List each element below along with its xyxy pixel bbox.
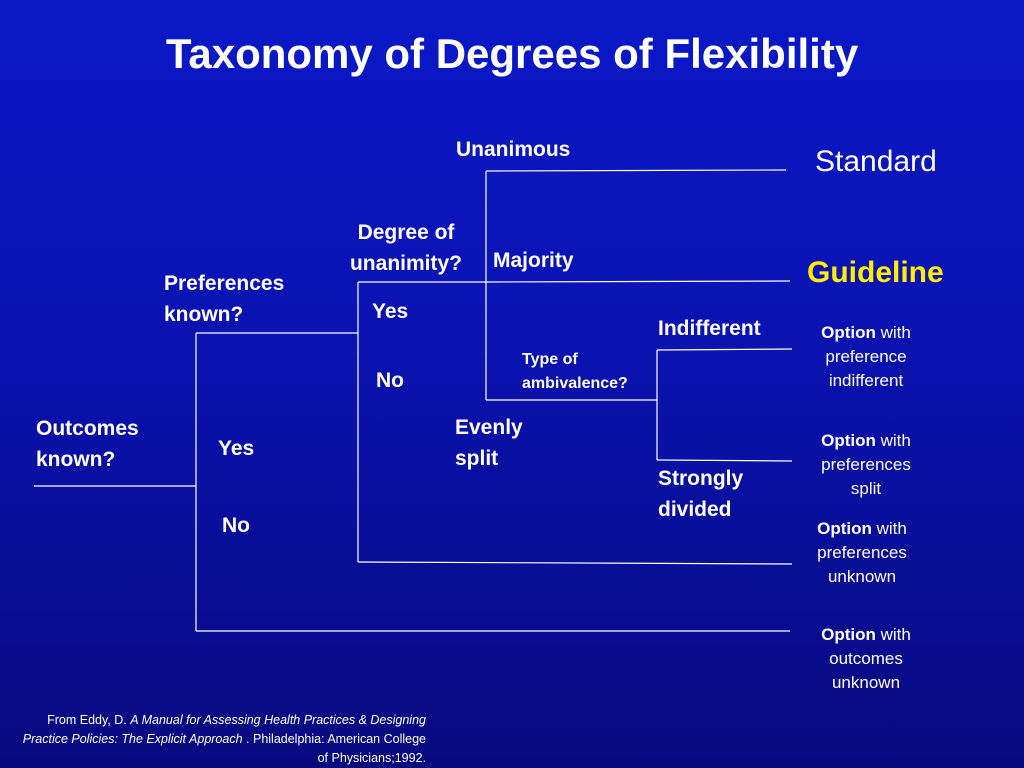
indifferent-label: Indifferent	[658, 317, 761, 340]
outcomes-question-line2: known?	[36, 448, 116, 471]
citation-publisher: . Philadelphia: American College of Phys…	[246, 732, 426, 765]
outcome-option-outcomes-unknown: Option with outcomes unknown	[791, 623, 941, 695]
outcome-standard: Standard	[815, 145, 937, 178]
evenly-split-line1: Evenly	[455, 416, 523, 439]
outcomes-no-label: No	[222, 514, 250, 537]
unanimity-question-line2: unanimity?	[349, 252, 462, 275]
preferences-no-line	[357, 561, 793, 565]
option-line2: preference	[825, 347, 907, 366]
outcome-option-preferences-split: Option with preferences split	[791, 429, 941, 501]
degree-of-unanimity-question: Degree of unanimity?	[336, 217, 476, 279]
preferences-known-question: Preferences known?	[164, 268, 284, 330]
option-line2: preferences	[817, 543, 907, 562]
ambivalence-question-line2: ambivalence?	[522, 375, 628, 392]
preferences-question-line1: Preferences	[164, 272, 285, 295]
citation: From Eddy, D. A Manual for Assessing Hea…	[20, 711, 426, 768]
majority-line	[485, 280, 791, 283]
option-with-text: with	[880, 323, 911, 342]
majority-label: Majority	[493, 249, 574, 272]
unanimous-line	[485, 169, 787, 172]
preferences-no-label: No	[376, 369, 404, 392]
option-keyword: Option	[821, 625, 876, 644]
option-line3: unknown	[827, 567, 897, 586]
strongly-divided-label: Strongly divided	[658, 463, 743, 525]
strongly-divided-line2: divided	[658, 498, 732, 521]
option-line2: outcomes	[829, 649, 903, 668]
unanimity-question-line1: Degree of	[357, 221, 455, 244]
evenly-split-label: Evenly split	[455, 412, 523, 474]
option-keyword: Option	[817, 519, 872, 538]
outcomes-known-question: Outcomes known?	[36, 413, 139, 475]
option-line3: unknown	[831, 673, 901, 692]
type-of-ambivalence-question: Type of ambivalence?	[522, 348, 628, 396]
option-with-text: with	[876, 519, 907, 538]
outcome-option-preference-indifferent: Option with preference indifferent	[791, 321, 941, 393]
option-with-text: with	[880, 625, 911, 644]
page-title: Taxonomy of Degrees of Flexibility	[165, 30, 859, 77]
citation-prefix: From Eddy, D.	[47, 713, 127, 727]
citation-book-title: A Manual for Assessing Health Practices …	[22, 713, 426, 746]
ambivalence-question-line1: Type of	[522, 351, 578, 368]
strongly-divided-line	[656, 459, 793, 462]
option-with-text: with	[880, 431, 911, 450]
evenly-split-line2: split	[455, 447, 499, 470]
option-line3: indifferent	[828, 371, 904, 390]
outcomes-yes-label: Yes	[218, 437, 255, 460]
outcome-option-preferences-unknown: Option with preferences unknown	[787, 517, 937, 589]
option-keyword: Option	[821, 431, 876, 450]
option-line3: split	[850, 479, 882, 498]
option-keyword: Option	[821, 323, 876, 342]
option-line2: preferences	[821, 455, 911, 474]
unanimous-label: Unanimous	[456, 138, 571, 161]
indifferent-line	[656, 348, 793, 351]
outcomes-question-line1: Outcomes	[36, 417, 139, 440]
strongly-divided-line1: Strongly	[658, 467, 744, 490]
preferences-yes-label: Yes	[372, 300, 409, 323]
preferences-question-line2: known?	[164, 303, 244, 326]
outcome-guideline: Guideline	[807, 256, 944, 289]
